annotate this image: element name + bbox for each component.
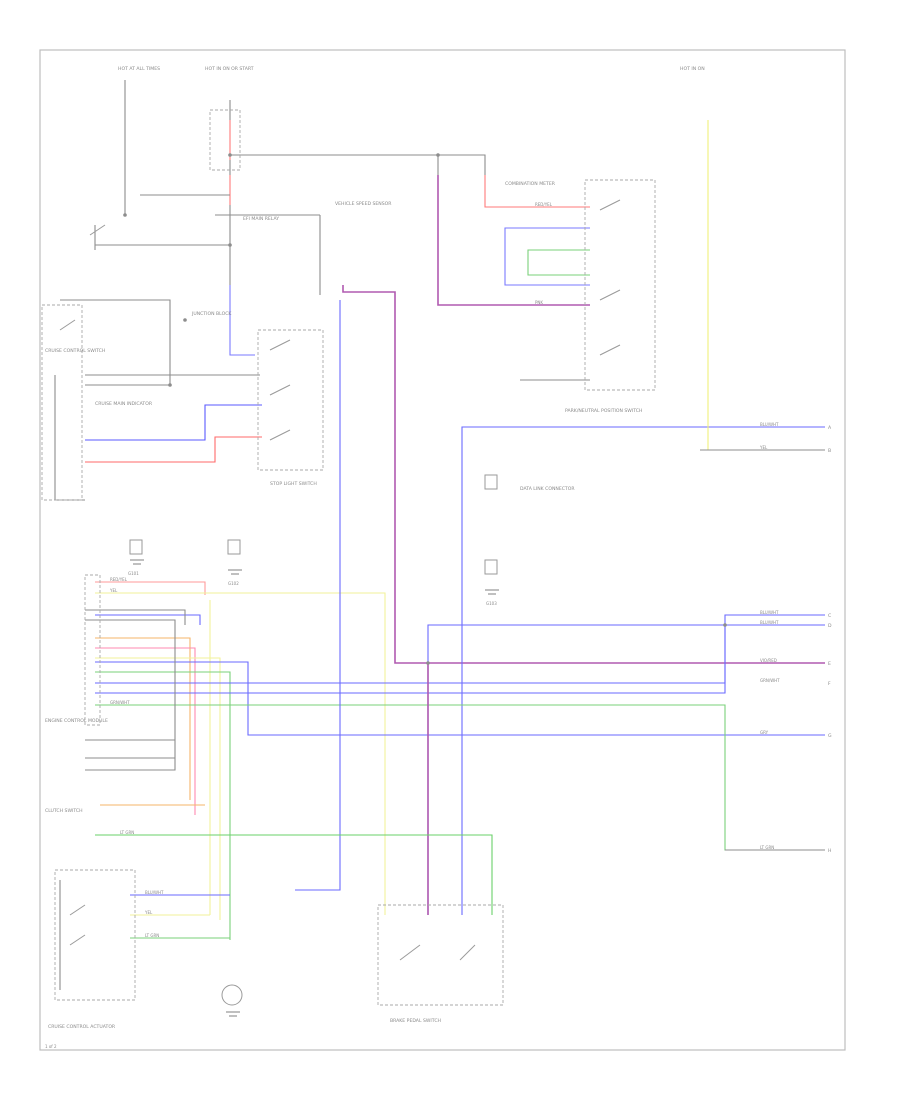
label-junction: JUNCTION BLOCK xyxy=(191,311,232,317)
wire-green-lower xyxy=(95,834,493,915)
wire-green-ecm2 xyxy=(95,704,825,851)
wire-orange-ecm xyxy=(95,637,191,800)
label-combo-meter: COMBINATION METER xyxy=(505,181,556,187)
label-vehicle-speed: VEHICLE SPEED SENSOR xyxy=(335,201,392,207)
offpage-g: G xyxy=(828,733,832,739)
wire-green-ecm xyxy=(95,671,231,940)
wire-red-cs xyxy=(85,436,262,463)
wire-code-act-green: LT GRN xyxy=(145,933,159,938)
wire-code-ecm-yellow: YEL xyxy=(109,588,118,593)
label-stoplight-switch: STOP LIGHT SWITCH xyxy=(270,481,317,487)
stoplight-switch-box xyxy=(257,329,324,471)
brake-switch-box xyxy=(377,904,504,1006)
wire-code-blue: BLU/WHT xyxy=(760,422,779,427)
main-relay-box xyxy=(209,109,241,171)
wire-blue-right xyxy=(461,426,825,915)
wire-red-c xyxy=(484,175,590,208)
label-cruise-main-ind: CRUISE MAIN INDICATOR xyxy=(95,401,153,407)
wire-blue-main xyxy=(295,300,341,891)
wire-blue-ecm4 xyxy=(95,624,825,694)
wire-code-red: RED/YEL xyxy=(535,202,553,207)
label-hot-on-start: HOT IN ON OR START xyxy=(205,66,254,72)
offpage-connectors: A B C D E F G H xyxy=(828,425,832,854)
wire-code-green: GRN/WHT xyxy=(760,678,780,683)
junction-dots xyxy=(123,153,727,665)
ground-symbols xyxy=(130,559,499,1017)
wire-blue-ecm1 xyxy=(95,614,201,625)
wire-blue-ecm2 xyxy=(95,661,825,736)
label-ground-3: G103 xyxy=(486,601,497,606)
label-hot-all-times: HOT AT ALL TIMES xyxy=(118,66,160,72)
wire-code-act-yellow: YEL xyxy=(144,910,153,915)
offpage-e: E xyxy=(828,661,831,667)
cruise-ctrl-switch-box xyxy=(41,304,83,501)
label-neutral-switch: PARK/NEUTRAL POSITION SWITCH xyxy=(565,408,642,414)
wire-violet-main xyxy=(342,285,825,664)
offpage-h: H xyxy=(828,848,831,854)
actuator-box xyxy=(54,869,136,1001)
labels: HOT AT ALL TIMES HOT IN ON OR START HOT … xyxy=(45,66,780,1049)
wire-code-yellow: YEL xyxy=(759,445,768,450)
wire-code-blue-3: BLU/WHT xyxy=(760,620,779,625)
offpage-a: A xyxy=(828,425,832,431)
wire-blue-cs xyxy=(85,404,262,441)
wire-code-gray: GRY xyxy=(760,730,769,735)
label-clutch-switch: CLUTCH SWITCH xyxy=(45,808,83,814)
wire-blue-brake xyxy=(427,624,725,915)
wire-green-top xyxy=(527,249,590,276)
label-cruise-switch: CRUISE CONTROL SWITCH xyxy=(45,348,105,354)
components xyxy=(41,109,656,1006)
label-actuator: CRUISE CONTROL ACTUATOR xyxy=(48,1024,116,1030)
neutral-switch-box xyxy=(584,179,656,391)
diagram-frame xyxy=(39,49,846,1051)
ecm-box xyxy=(84,574,101,726)
wire-code-pink: PNK xyxy=(535,300,543,305)
wire-red-ecm xyxy=(95,581,206,595)
offpage-f: F xyxy=(828,681,831,687)
wire-yellow-ecm xyxy=(95,592,386,915)
label-ecm: ENGINE CONTROL MODULE xyxy=(45,718,108,724)
label-brake-switch: BRAKE PEDAL SWITCH xyxy=(390,1018,441,1024)
label-hot-on: HOT IN ON xyxy=(680,66,705,72)
label-main-relay: EFI MAIN RELAY xyxy=(243,216,279,222)
wire-code-blue-2: BLU/WHT xyxy=(760,610,779,615)
wire-code-ecm-green: GRN/WHT xyxy=(110,700,130,705)
label-data-link: DATA LINK CONNECTOR xyxy=(520,486,575,492)
offpage-c: C xyxy=(828,613,831,619)
wire-code-ecm-red: RED/YEL xyxy=(110,577,128,582)
label-ground-2: G102 xyxy=(228,581,239,586)
wire-violet-top xyxy=(437,175,590,306)
wire-pink-ecm xyxy=(95,647,196,815)
offpage-d: D xyxy=(828,623,832,629)
wire-code-lightgreen: LT GRN xyxy=(760,845,774,850)
offpage-b: B xyxy=(828,448,831,454)
wire-code-lower-green: LT GRN xyxy=(120,830,134,835)
wire-yellow-ecm3 xyxy=(95,657,221,920)
wires xyxy=(85,120,825,940)
page-reference: 1 of 2 xyxy=(45,1044,57,1049)
black-wires xyxy=(54,80,825,990)
label-ground-1: G101 xyxy=(128,571,139,576)
wire-code-act-blue: BLU/WHT xyxy=(145,890,164,895)
wire-blue-top xyxy=(504,227,590,286)
wire-yellow-right xyxy=(707,120,825,451)
wire-code-violet: VIO/RED xyxy=(760,658,777,663)
wire-blue-relay xyxy=(229,285,255,356)
